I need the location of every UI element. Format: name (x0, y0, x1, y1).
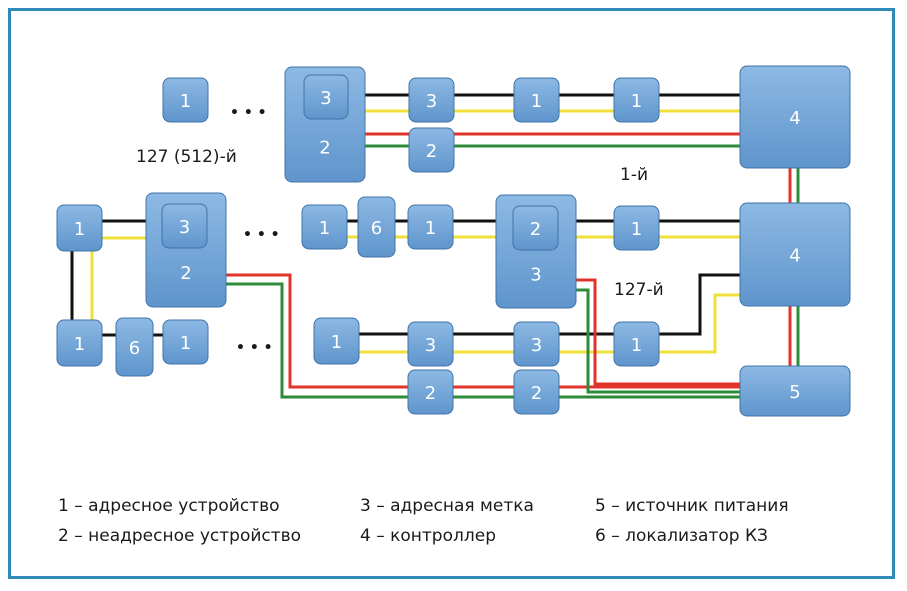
short-circuit-isolator-number: 6 (371, 218, 382, 239)
non-addressable-device-box (513, 369, 560, 415)
address-tag-box (161, 203, 208, 249)
controller-block: 4 (739, 65, 851, 169)
label-127-512: 127 (512)-й (136, 147, 237, 167)
legend-item-3: 3 – адресная метка (360, 496, 534, 516)
legend-item-4: 4 – контроллер (360, 526, 496, 546)
addressable-device-number: 1 (319, 218, 330, 239)
addressable-device-box (613, 205, 660, 251)
label-127: 127-й (614, 280, 664, 300)
address-tag-number: 3 (320, 88, 331, 109)
address-tag-block: 3 (513, 321, 560, 367)
short-circuit-isolator-box (115, 317, 154, 377)
controller-block: 4 (739, 202, 851, 307)
addressable-device-number: 1 (74, 219, 85, 240)
non-addressable-device-box (407, 369, 454, 415)
addressable-device-box (56, 204, 103, 252)
addressable-device-box (613, 77, 660, 123)
addressable-device-block: 1 (56, 319, 103, 367)
addressable-device-box (407, 204, 454, 250)
address-tag-number: 3 (531, 335, 542, 356)
addressable-device-block: 1 (162, 319, 209, 365)
legend-item-5: 5 – источник питания (595, 496, 789, 516)
non-addressable-device-block: 2 (513, 369, 560, 415)
short-circuit-isolator-number: 6 (129, 338, 140, 359)
addressable-device-number: 1 (180, 333, 191, 354)
legend-item-6: 6 – локализатор КЗ (595, 526, 768, 546)
legend-item-2: 2 – неадресное устройство (58, 526, 302, 546)
non-addressable-device-number: 2 (531, 383, 542, 404)
ellipsis-bottom: • • • (236, 340, 273, 356)
non-addressable-device-block: 2 (408, 127, 455, 173)
controller-number: 4 (789, 108, 800, 129)
annotations: • • • • • • • • • 127 (512)-й 1-й 127-й (136, 105, 664, 356)
addressable-device-block: 1 (513, 77, 560, 123)
power-supply-block: 5 (739, 365, 851, 417)
addressable-device-box (613, 321, 660, 367)
non-addressable-device-block: 2 (407, 369, 454, 415)
legend-item-1: 1 – адресное устройство (58, 496, 280, 516)
addressable-device-block: 1 (613, 321, 660, 367)
non-addressable-device-number: 2 (425, 383, 436, 404)
address-tag-number: 3 (425, 335, 436, 356)
addressable-device-number: 1 (331, 332, 342, 353)
ellipsis-mid: • • • (243, 227, 280, 243)
addressable-device-block: 1 (162, 77, 209, 123)
wire-mid-red (575, 278, 740, 386)
address-tag-box (513, 321, 560, 367)
wire-mid-green (575, 288, 740, 394)
addressable-device-block: 1 (313, 317, 360, 365)
addressable-device-block: 1 (301, 204, 348, 250)
addressable-device-block: 1 (613, 205, 660, 251)
non-addressable-device-box (408, 127, 455, 173)
addressable-device-block: 1 (407, 204, 454, 250)
address-tag-box (303, 74, 349, 120)
short-circuit-isolator-box (357, 196, 396, 258)
addressable-device-block: 1 (56, 204, 103, 252)
short-circuit-isolator-block: 6 (357, 196, 396, 258)
non-addressable-device-number: 2 (180, 263, 191, 284)
addressable-device-box (162, 319, 209, 365)
non-addressable-device-number: 2 (319, 138, 330, 159)
controller-box (739, 202, 851, 307)
addressable-device-number: 1 (631, 335, 642, 356)
non-addressable-device-number: 2 (530, 219, 541, 240)
addressable-device-box (513, 77, 560, 123)
address-tag-number: 3 (179, 217, 190, 238)
non-addressable-device-box (512, 205, 559, 251)
address-tag-block: 3 (161, 203, 208, 249)
addressable-device-block: 1 (613, 77, 660, 123)
power-supply-box (739, 365, 851, 417)
address-tag-box (407, 321, 454, 367)
ellipsis-top: • • • (230, 105, 267, 121)
non-addressable-device-number: 2 (426, 141, 437, 162)
wire-left-green (225, 282, 740, 399)
power-supply-number: 5 (789, 382, 800, 403)
controller-box (739, 65, 851, 169)
short-circuit-isolator-block: 6 (115, 317, 154, 377)
address-tag-block: 3 (303, 74, 349, 120)
addressable-device-number: 1 (631, 219, 642, 240)
addressable-device-number: 1 (531, 91, 542, 112)
non-addressable-device-block: 2 (512, 205, 559, 251)
addressable-device-number: 1 (74, 334, 85, 355)
addressable-device-box (313, 317, 360, 365)
addressable-device-box (301, 204, 348, 250)
address-tag-number: 3 (426, 91, 437, 112)
address-tag-block: 3 (408, 77, 455, 123)
addressable-device-number: 1 (425, 218, 436, 239)
address-tag-block: 3 (407, 321, 454, 367)
addressable-device-box (162, 77, 209, 123)
controller-number: 4 (789, 246, 800, 267)
addressable-device-number: 1 (631, 91, 642, 112)
addressable-device-box (56, 319, 103, 367)
address-tag-number: 3 (530, 265, 541, 286)
address-tag-box (408, 77, 455, 123)
label-first: 1-й (620, 165, 648, 185)
addressable-device-number: 1 (180, 91, 191, 112)
wire-bottom-black (340, 273, 740, 336)
